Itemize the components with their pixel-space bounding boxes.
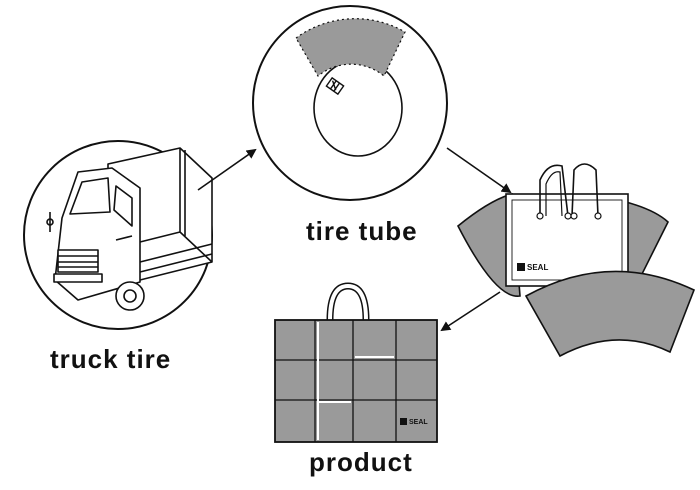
seal-logo-icon: SEAL — [517, 263, 548, 272]
seal-logo-icon-product: SEAL — [400, 418, 428, 426]
tube-cut-section — [295, 18, 406, 77]
truck-tire-illustration — [23, 140, 213, 330]
svg-text:SEAL: SEAL — [527, 263, 548, 272]
arrow-tube-to-bag — [446, 147, 512, 194]
truck-tire-label: truck tire — [50, 344, 172, 374]
bag-with-tube-pieces-illustration: SEAL — [456, 163, 696, 358]
svg-text:SEAL: SEAL — [409, 419, 428, 426]
arrow-bag-to-product — [440, 291, 501, 332]
product-label: product — [309, 447, 413, 477]
tire-tube-label: tire tube — [306, 216, 418, 246]
truck-icon — [46, 147, 213, 311]
valve-icon — [325, 76, 345, 96]
product-bag-illustration: SEAL — [274, 282, 438, 443]
tire-tube-illustration — [252, 5, 448, 201]
arrow-truck-to-tube — [197, 148, 257, 191]
